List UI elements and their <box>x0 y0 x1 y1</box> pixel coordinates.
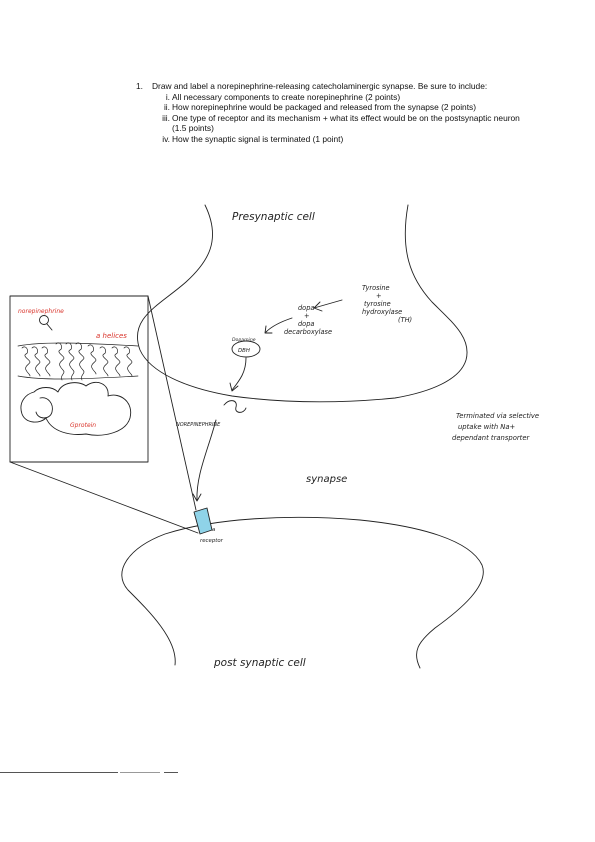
norepinephrine-label: NOREPINEPHRINE <box>176 422 221 428</box>
arrowhead <box>192 493 202 502</box>
sub-item-text: All necessary components to create norep… <box>172 91 401 102</box>
gprotein-subunit <box>35 397 53 419</box>
question-text: Draw and label a norepinephrine-releasin… <box>152 81 488 91</box>
inset-ne-label: norepinephrine <box>18 308 64 315</box>
zoom-line-top <box>147 295 197 511</box>
dbh-label: DBH <box>238 348 250 354</box>
arrow-dbh-to-ne <box>231 357 247 391</box>
footer-rule <box>120 772 160 773</box>
arrowhead <box>313 301 323 312</box>
question-prompt: 1. Draw and label a norepinephrine-relea… <box>136 81 536 92</box>
ligand-icon <box>39 315 49 325</box>
arrowhead <box>229 382 239 392</box>
ligand-stem <box>46 323 53 331</box>
presynaptic-membrane <box>137 204 468 403</box>
sub-item-3: iii. One type of receptor and its mechan… <box>136 113 536 134</box>
inset-gprotein-label: Gprotein <box>70 422 96 429</box>
alpha-receptor <box>193 507 213 535</box>
sub-item-numeral: ii. <box>163 102 170 113</box>
sub-item-numeral: iv. <box>162 133 170 144</box>
arrow-ne-to-receptor <box>196 419 217 501</box>
inset-helices-label: a helices <box>96 332 127 340</box>
arrow-dopa-to-dopamine <box>265 317 293 333</box>
arrow-tyrosine-to-dopa <box>313 299 343 309</box>
question-block: 1. Draw and label a norepinephrine-relea… <box>136 81 536 145</box>
zoom-line-bottom <box>9 461 199 534</box>
arrowhead <box>264 325 273 334</box>
footer-rule <box>0 772 118 773</box>
dopa-text: dopa + dopa decarboxylase <box>284 304 332 336</box>
receptor-text: a receptor <box>200 527 224 544</box>
dbh-vesicle <box>231 340 261 358</box>
termination-text: Terminated via selective uptake with Na+… <box>452 412 541 442</box>
sub-item-numeral: iii. <box>162 112 170 123</box>
sub-item-2: ii. How norepinephrine would be packaged… <box>136 102 536 113</box>
sub-item-text: How the synaptic signal is terminated (1… <box>172 133 344 144</box>
dopamine-label: Dopamine <box>232 337 256 343</box>
sub-item-text: One type of receptor and its mechanism +… <box>172 112 520 134</box>
synapse-label: synapse <box>306 474 347 485</box>
release-notch <box>223 400 247 413</box>
tyrosine-text: Tyrosine + tyrosine hydroxylase (TH) <box>362 284 412 324</box>
membrane-helices <box>17 342 139 381</box>
sub-item-numeral: i. <box>165 91 170 102</box>
sub-item-1: i. All necessary components to create no… <box>136 92 536 103</box>
inset-box <box>9 295 149 463</box>
sub-item-4: iv. How the synaptic signal is terminate… <box>136 134 536 145</box>
footer-rule <box>164 772 178 773</box>
gprotein-blob <box>20 382 132 436</box>
presynaptic-label: Presynaptic cell <box>232 211 315 223</box>
sub-item-text: How norepinephrine would be packaged and… <box>172 102 477 113</box>
postsynaptic-label: post synaptic cell <box>213 657 306 669</box>
postsynaptic-membrane <box>121 516 484 669</box>
question-number: 1. <box>136 81 143 91</box>
